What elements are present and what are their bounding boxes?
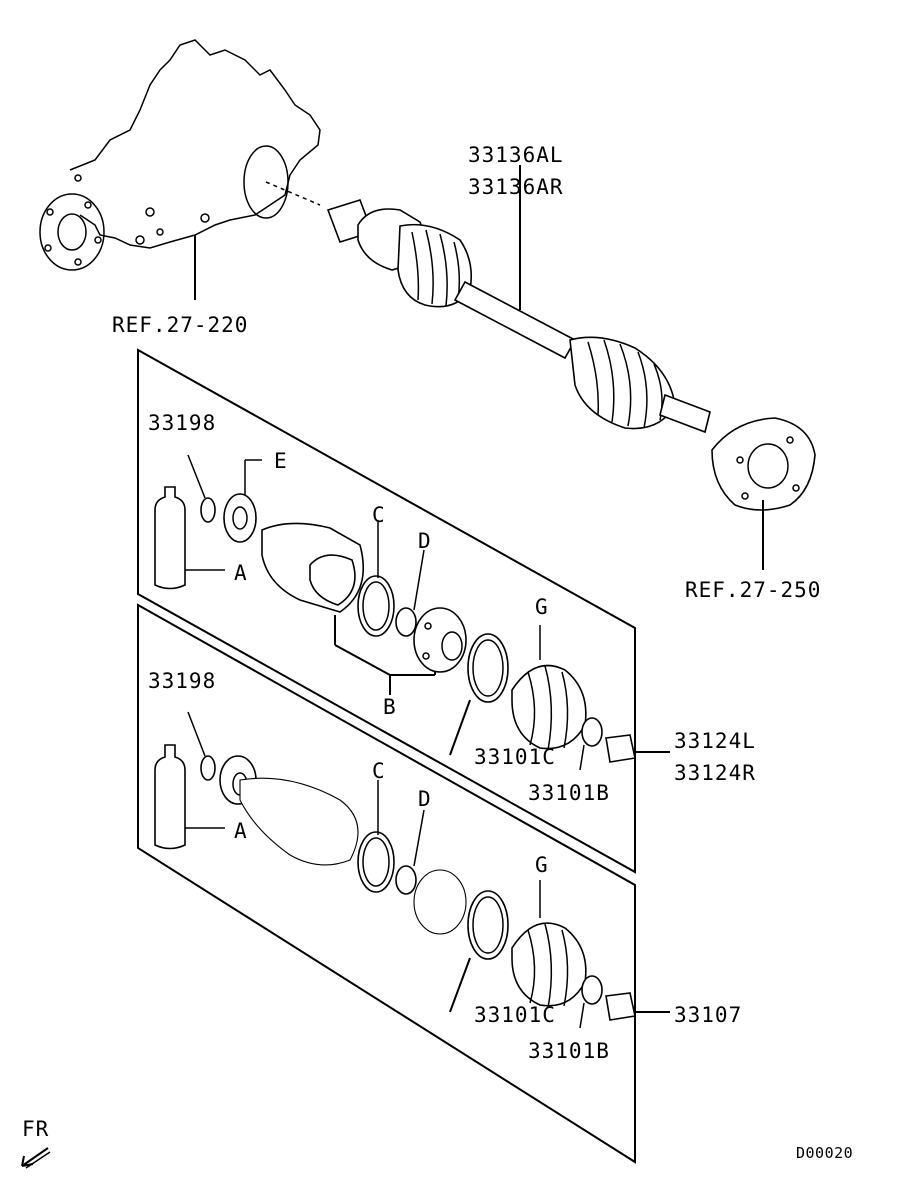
label-halfshaft-r: 33136AR <box>468 175 564 199</box>
label-letter-b: B <box>383 695 397 719</box>
label-letter-c-lower: C <box>372 759 386 783</box>
wheel-hub <box>711 417 816 570</box>
label-letter-d-lower: D <box>418 787 432 811</box>
label-boot-band-c-upper: 33101C <box>474 745 556 769</box>
label-letter-c-upper: C <box>372 503 386 527</box>
label-letter-g-upper: G <box>535 595 549 619</box>
label-ref-hub: REF.27-250 <box>685 578 821 602</box>
label-clip-upper: 33198 <box>148 411 216 435</box>
upper-kit-box <box>137 348 670 874</box>
label-diagram-code: D00020 <box>796 1144 853 1162</box>
label-front-indicator: FR <box>22 1117 49 1141</box>
label-boot-band-c-lower: 33101C <box>474 1003 556 1027</box>
halfshaft-assembly <box>326 165 711 434</box>
label-letter-e: E <box>274 449 288 473</box>
label-clip-lower: 33198 <box>148 669 216 693</box>
label-boot-kit-r: 33124R <box>674 761 756 785</box>
label-letter-a-lower: A <box>234 819 248 843</box>
label-boot-band-b-upper: 33101B <box>528 781 610 805</box>
label-boot-kit-lower: 33107 <box>674 1003 742 1027</box>
differential-housing <box>39 39 321 300</box>
label-letter-a-upper: A <box>234 561 248 585</box>
lower-kit-box <box>137 603 670 1164</box>
label-boot-band-b-lower: 33101B <box>528 1039 610 1063</box>
label-letter-g-lower: G <box>535 853 549 877</box>
label-boot-kit-l: 33124L <box>674 729 756 753</box>
arrow-down-left-icon <box>21 1147 51 1169</box>
label-letter-d-upper: D <box>418 529 432 553</box>
label-ref-differential: REF.27-220 <box>112 313 248 337</box>
label-halfshaft-l: 33136AL <box>468 143 564 167</box>
